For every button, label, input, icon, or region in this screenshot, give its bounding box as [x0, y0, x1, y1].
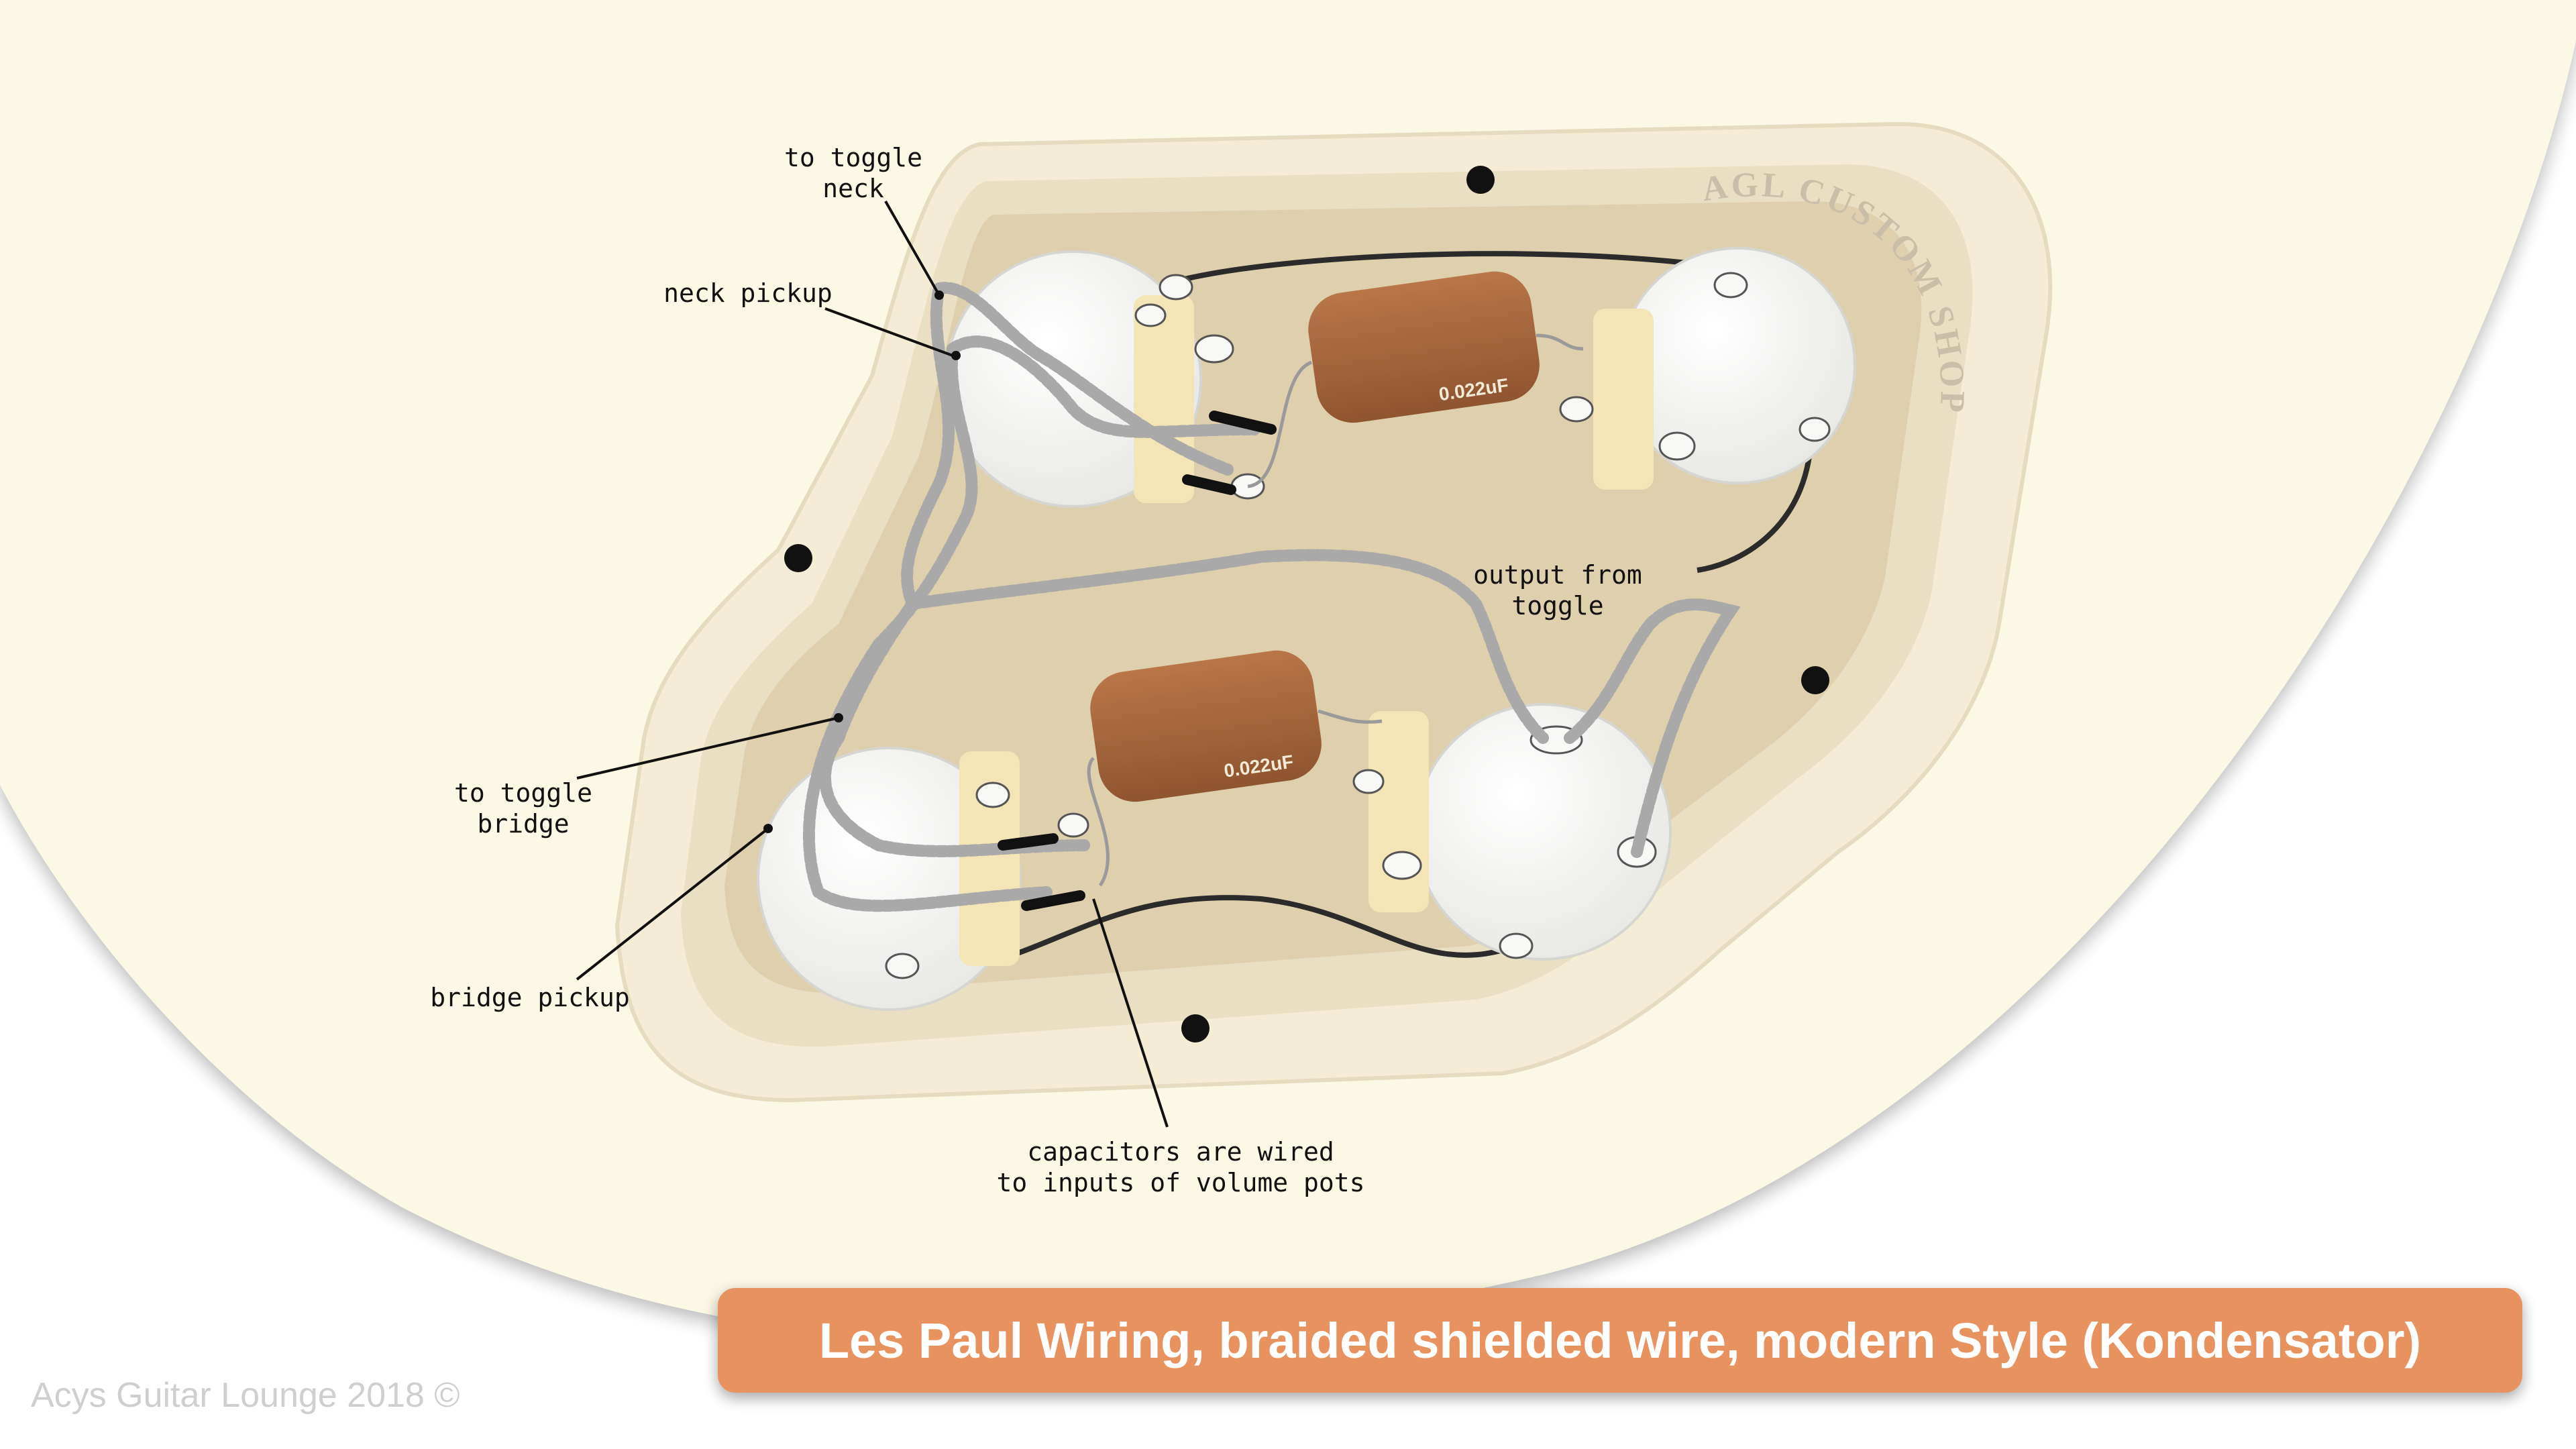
- pot-lugs: [959, 751, 1020, 966]
- label-to-toggle-neck-1: to toggle: [784, 143, 922, 172]
- capacitor-lead: [1318, 709, 1383, 724]
- label-capacitors-note-1: capacitors are wired: [1027, 1137, 1334, 1167]
- annotation-lines: [576, 201, 1169, 1128]
- label-to-toggle-bridge-1: to toggle: [454, 778, 592, 808]
- screw-hole: [784, 544, 812, 572]
- annotation-dots: [763, 290, 961, 833]
- label-to-toggle-bridge-2: bridge: [477, 809, 569, 839]
- label-output-from-toggle-1: output from: [1473, 560, 1642, 590]
- capacitor-bridge: [1090, 650, 1322, 802]
- title-banner: Les Paul Wiring, braided shielded wire, …: [718, 1288, 2522, 1393]
- label-neck-pickup: neck pickup: [663, 278, 833, 308]
- label-bridge-pickup: bridge pickup: [430, 983, 629, 1012]
- label-to-toggle-neck-2: neck: [822, 174, 884, 203]
- label-capacitors-note-2: to inputs of volume pots: [996, 1168, 1364, 1197]
- page-title: Les Paul Wiring, braided shielded wire, …: [818, 1312, 2422, 1368]
- label-output-from-toggle-2: toggle: [1511, 591, 1603, 621]
- capacitor-lead: [1087, 757, 1110, 887]
- screw-hole: [1466, 166, 1495, 194]
- pot-lugs: [1368, 711, 1429, 912]
- ground-wire: [1173, 251, 1731, 284]
- wire-ends: [998, 411, 1277, 911]
- screw-hole: [1801, 666, 1829, 694]
- pot-lugs: [1593, 309, 1654, 490]
- capacitor-lead: [1247, 360, 1313, 488]
- solder-joints: [885, 272, 1831, 979]
- capacitor-lead: [1536, 333, 1584, 351]
- pot-lugs: [1134, 295, 1194, 503]
- ground-wire: [1697, 429, 1814, 573]
- credit-text: Acys Guitar Lounge 2018 ©: [31, 1376, 460, 1415]
- screw-hole: [1181, 1014, 1210, 1042]
- capacitor-neck: [1308, 271, 1540, 423]
